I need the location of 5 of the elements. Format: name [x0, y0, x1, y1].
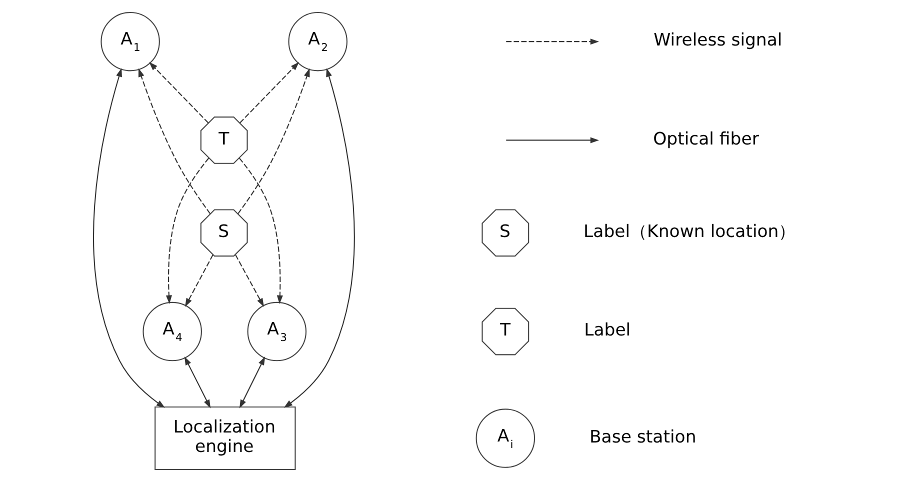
node-label: Base station [589, 427, 696, 448]
node-label: Label [584, 320, 631, 341]
node-label: Label（Known location） [584, 222, 796, 242]
legend-label: Wireless signal [654, 30, 782, 51]
legend-label: Optical fiber [653, 129, 759, 150]
